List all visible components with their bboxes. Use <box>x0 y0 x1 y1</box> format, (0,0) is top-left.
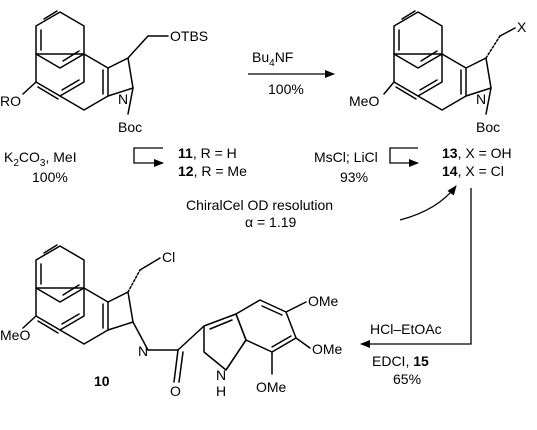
meo-label: MeO <box>0 327 30 343</box>
boc-label: Boc <box>476 119 500 135</box>
step3: MsCl; LiCl 93% <box>314 147 419 185</box>
svg-text:13, X = OH: 13, X = OH <box>442 145 512 161</box>
indole-ring <box>203 299 311 375</box>
naphthalene-rings <box>35 244 109 345</box>
molecule-10: Cl MeO N O N H OMe OMe OMe <box>0 244 343 399</box>
amide-linker <box>147 325 205 383</box>
resolution-alpha: α = 1.19 <box>245 214 297 230</box>
nh-n-label: N <box>216 367 226 383</box>
naphthalene-rings <box>35 10 109 111</box>
step3-yield: 93% <box>340 169 368 185</box>
resolution-arrow <box>399 185 457 221</box>
x-label: X <box>517 19 527 35</box>
resolution: ChiralCel OD resolution α = 1.19 <box>186 185 457 230</box>
step4-yield: 65% <box>393 371 421 387</box>
cl-label: Cl <box>162 249 175 265</box>
svg-text:11, R = H: 11, R = H <box>178 145 237 161</box>
svg-text:14, X = Cl: 14, X = Cl <box>442 163 504 179</box>
molecule-13: X MeO N Boc <box>349 10 527 135</box>
molecule-11: OTBS RO N Boc <box>0 10 208 135</box>
step2: K2CO3, MeI 100% <box>4 147 164 185</box>
step4-reagent1: HCl–EtOAc <box>370 321 442 337</box>
indoline-ring <box>383 27 516 115</box>
step2-yield: 100% <box>32 169 68 185</box>
naphthalene-rings <box>393 10 467 111</box>
boc-label: Boc <box>118 119 142 135</box>
svg-text:12, R = Me: 12, R = Me <box>178 163 247 179</box>
step1-reagent: Bu4NF <box>252 49 293 69</box>
ro-label: RO <box>0 93 21 109</box>
meo-label: MeO <box>349 93 379 109</box>
step1-yield: 100% <box>268 81 304 97</box>
indoline-ring <box>22 35 169 115</box>
step2-arrow <box>133 147 164 167</box>
step4-reagent2: EDCI, 15 <box>372 353 429 369</box>
n-label: N <box>476 91 486 107</box>
step3-reagent: MsCl; LiCl <box>314 149 378 165</box>
indoline-ring <box>22 257 161 351</box>
resolution-text: ChiralCel OD resolution <box>186 197 333 213</box>
n-label: N <box>118 91 128 107</box>
step3-arrow <box>389 147 419 167</box>
step4: HCl–EtOAc EDCI, 15 65% <box>360 188 472 387</box>
compound-13-14-labels: 13, X = OH 14, X = Cl <box>442 145 512 179</box>
step1-arrow: Bu4NF 100% <box>248 49 335 97</box>
o-label: O <box>170 383 181 399</box>
step4-arrow <box>360 188 472 348</box>
step2-reagent: K2CO3, MeI <box>4 149 77 169</box>
n-label: N <box>138 343 148 359</box>
nh-h-label: H <box>216 383 226 399</box>
ome-label-3: OMe <box>256 379 287 395</box>
compound-11-12-labels: 11, R = H 12, R = Me <box>178 145 247 179</box>
ome-label-2: OMe <box>312 341 343 357</box>
compound-10-label: 10 <box>94 373 110 389</box>
ome-label-1: OMe <box>308 293 339 309</box>
otbs-label: OTBS <box>170 28 208 44</box>
